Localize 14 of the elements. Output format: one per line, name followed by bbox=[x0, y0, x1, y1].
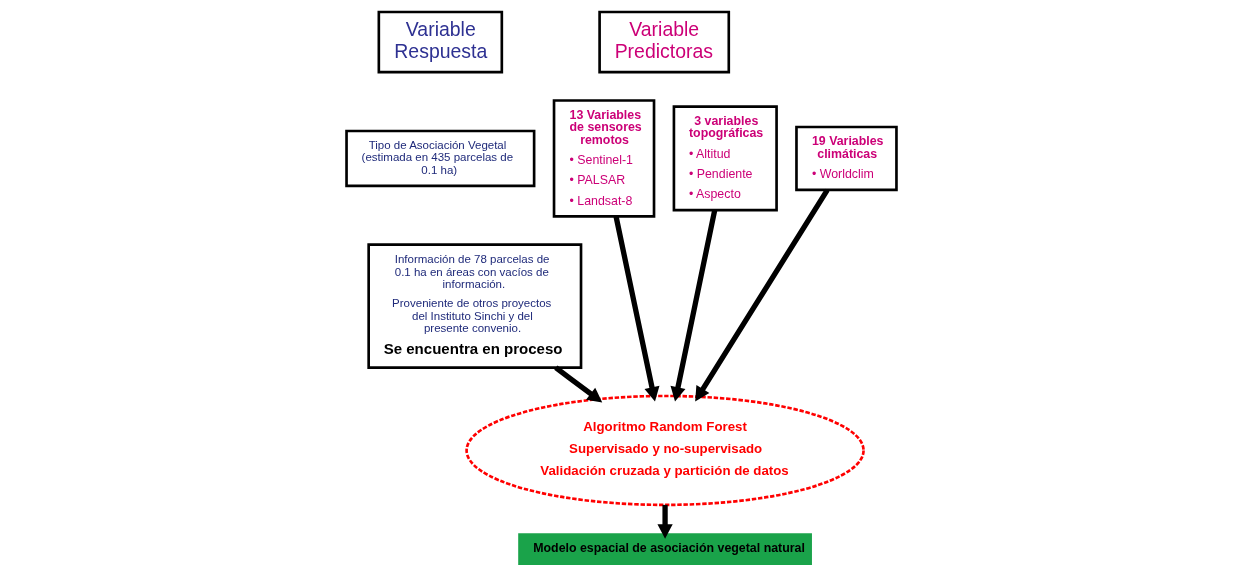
node-box: Variable Predictoras bbox=[598, 10, 731, 74]
node-box: 13 Variables de sensores remotos • Sentinel-1 • PALSAR • Landsat-8 bbox=[552, 99, 656, 218]
node-box: Modelo espacial de asociación vegetal natural bbox=[518, 533, 812, 566]
node-ellipse: Algoritmo Random Forest Supervisado y no-supervisado Validación cruzada y partición de datos bbox=[465, 394, 865, 507]
node-box: Tipo de Asociación Vegetal (estimada en 435 parcelas de 0.1 ha) bbox=[345, 129, 536, 188]
node-box: Información de 78 parcelas de 0.1 ha en áreas con vacíos de información. Proveniente de otros proyectos del Instituto Sinchi y del presente convenio. Se encuentra en proceso bbox=[367, 243, 583, 369]
node-box: 19 Variables climáticas • Worldclim bbox=[795, 125, 898, 192]
arrow bbox=[657, 504, 673, 539]
arrow bbox=[554, 365, 603, 403]
arrow bbox=[613, 216, 660, 402]
node-box: 3 variables topográficas • Altitud • Pendiente • Aspecto bbox=[672, 105, 778, 212]
arrow bbox=[695, 188, 830, 402]
node-box: Variable Respuesta bbox=[377, 10, 504, 74]
arrow bbox=[670, 209, 718, 402]
